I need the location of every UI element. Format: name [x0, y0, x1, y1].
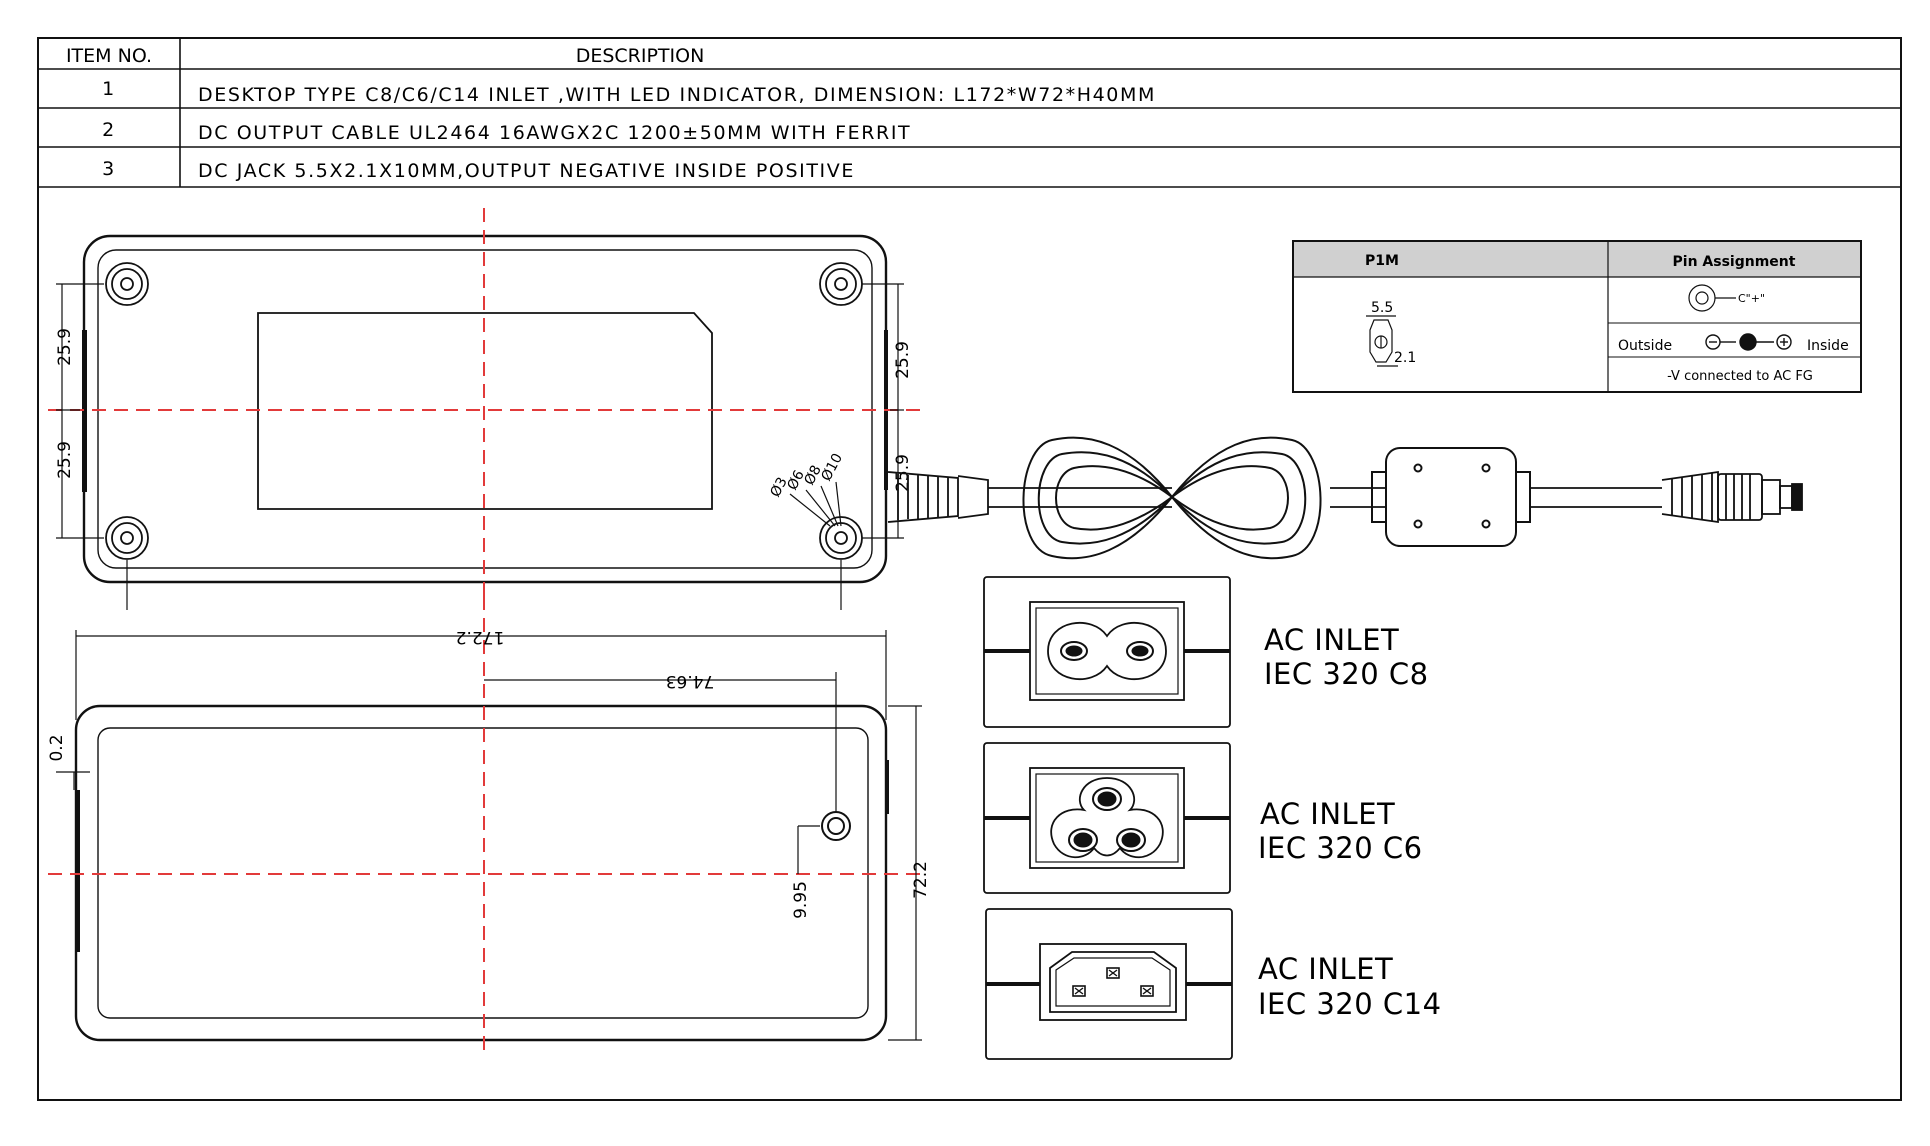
drawing-frame: [37, 37, 1902, 1101]
rubber-foot-top-left: [105, 262, 149, 306]
inlet-c8-line1: AC INLET: [1264, 623, 1399, 657]
inlet-c14: [985, 908, 1233, 1060]
inlet-c14-line2: IEC 320 C14: [1258, 987, 1442, 1021]
center-pin-symbol: [1688, 284, 1736, 312]
dc-output-cable: [887, 436, 1803, 560]
jack-dim-outer: 5.5: [1371, 300, 1393, 316]
dim-right-upper: 25.9: [893, 341, 913, 379]
row-1-item: 1: [102, 78, 116, 100]
row-3-description: DC JACK 5.5X2.1X10MM,OUTPUT NEGATIVE INS…: [198, 160, 855, 182]
side-view-side-bar: [75, 790, 80, 952]
cable-coil: [1022, 436, 1322, 560]
top-view-side-bar-left: [82, 330, 87, 492]
bom-table: ITEM NO. DESCRIPTION 1 DESKTOP TYPE C8/C…: [38, 38, 1901, 188]
header-description: DESCRIPTION: [576, 45, 705, 67]
inlet-c8-line2: IEC 320 C8: [1264, 657, 1429, 691]
ferrite-core: [1371, 447, 1531, 547]
pin-note: -V connected to AC FG: [1667, 369, 1813, 384]
row-3-item: 3: [102, 158, 116, 180]
center-pin-label: C"+": [1738, 292, 1765, 305]
dim-hole-offset: 74.63: [666, 671, 715, 691]
rubber-foot-bottom-left: [105, 516, 149, 560]
top-view-label-area: [257, 312, 713, 510]
jack-cross-section: [1366, 315, 1398, 367]
polarity-outside: Outside: [1618, 338, 1672, 354]
pin-col-assignment: Pin Assignment: [1673, 254, 1796, 270]
inlet-c8: [983, 576, 1231, 728]
rubber-foot-top-right: [819, 262, 863, 306]
dim-left-lower: 25.9: [55, 441, 75, 479]
row-2-description: DC OUTPUT CABLE UL2464 16AWGX2C 1200±50M…: [198, 122, 911, 144]
dim-length: 172.2: [456, 627, 505, 647]
dim-gap: 0.2: [47, 734, 67, 761]
inlet-c6-line2: IEC 320 C6: [1258, 831, 1423, 865]
side-view-dimension-labels: 172.2 74.63 0.2 9.95 72.2: [47, 627, 931, 919]
polarity-symbol: [1705, 333, 1792, 351]
cable-strain-relief: [887, 471, 989, 523]
top-view: [48, 208, 925, 610]
dim-hole-height: 9.95: [791, 881, 811, 919]
dim-left-upper: 25.9: [55, 328, 75, 366]
inlet-c14-line1: AC INLET: [1258, 952, 1393, 986]
header-item-no: ITEM NO.: [66, 45, 152, 67]
inlet-c6-line1: AC INLET: [1260, 797, 1395, 831]
hole-dim-10: Ø10: [818, 451, 846, 484]
row-1-description: DESKTOP TYPE C8/C6/C14 INLET ,WITH LED I…: [198, 84, 1156, 106]
dim-width: 72.2: [911, 861, 931, 899]
pin-col-p1m: P1M: [1365, 253, 1399, 269]
indicator-led: [821, 811, 851, 841]
dc-jack-plug: [1661, 470, 1803, 524]
jack-dim-inner: 2.1: [1394, 350, 1416, 366]
pin-assignment-table: P1M Pin Assignment 5.5 2.1 C"+" Outside: [1292, 240, 1862, 393]
row-2-item: 2: [102, 119, 116, 141]
side-view: [48, 596, 925, 1055]
inlet-c6: [983, 742, 1231, 894]
polarity-inside: Inside: [1807, 338, 1849, 354]
